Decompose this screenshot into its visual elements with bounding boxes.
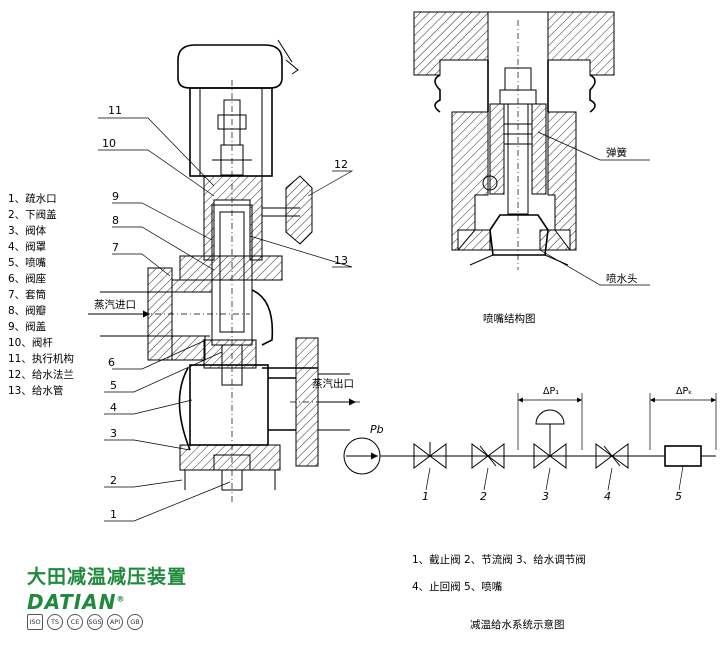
lower-bonnet (179, 444, 281, 471)
callout-numbers: 11 10 9 8 7 6 5 4 3 2 1 12 13 (102, 104, 348, 521)
certification-badge: API (107, 614, 123, 630)
certification-badge: SGS (87, 614, 103, 630)
callout-3: 3 (110, 427, 117, 440)
system-number-3: 3 (542, 490, 549, 503)
actuator-cap (177, 44, 283, 89)
throttle-valve-symbol (471, 443, 505, 469)
spray-head-label: 喷水头 (606, 273, 638, 285)
regulating-valve-symbol (533, 443, 567, 469)
brand-title: 大田减温减压装置 (27, 566, 188, 588)
parts-list-item: 7、套筒 (8, 288, 46, 301)
parts-list-item: 4、阀罩 (8, 240, 46, 253)
callout-11: 11 (108, 104, 122, 117)
callout-7: 7 (112, 241, 119, 254)
parts-list: 1、疏水口 2、下阀盖 3、阀体 4、阀罩 5、喷嘴 6、阀座 7、套筒 8、阀… (8, 192, 74, 397)
brand-logo: DATIAN® (27, 590, 125, 614)
feed-water-system-schematic (343, 393, 717, 491)
nozzle-symbol (664, 445, 702, 467)
callout-13: 13 (334, 254, 348, 267)
callout-8: 8 (112, 214, 119, 227)
callout-1: 1 (110, 508, 117, 521)
callout-9: 9 (112, 190, 119, 203)
valve-cage (189, 364, 269, 446)
parts-list-item: 12、给水法兰 (8, 368, 74, 381)
system-caption: 减温给水系统示意图 (470, 618, 565, 631)
callout-4: 4 (110, 401, 117, 414)
system-legend-line-2: 4、止回阀 5、喷嘴 (412, 580, 503, 593)
brand-logo-text: DATIAN (27, 590, 117, 614)
actuator-yoke (189, 87, 273, 177)
steam-inlet-label: 蒸汽进口 (94, 298, 136, 311)
spring-label: 弹簧 (606, 146, 627, 159)
pb-label: Pb (370, 423, 384, 436)
parts-list-item: 3、阀体 (8, 224, 47, 237)
callout-10: 10 (102, 137, 116, 150)
system-legend-line-1: 1、截止阀 2、节流阀 3、给水调节阀 (412, 553, 586, 566)
callout-12: 12 (334, 158, 348, 171)
parts-list-item: 1、疏水口 (8, 192, 57, 205)
check-valve-symbol (595, 443, 629, 469)
dpk-label: ΔPₖ (676, 386, 692, 397)
certification-badge: GB (127, 614, 143, 630)
parts-list-item: 2、下阀盖 (8, 208, 57, 221)
certification-badge: TS (47, 614, 63, 630)
nozzle-caption: 喷嘴结构图 (483, 312, 536, 325)
parts-list-item: 13、给水管 (8, 384, 63, 397)
registered-mark: ® (116, 594, 126, 604)
system-number-4: 4 (604, 490, 611, 503)
parts-list-item: 10、阀杆 (8, 336, 53, 349)
callout-6: 6 (108, 356, 115, 369)
parts-list-item: 9、阀盖 (8, 320, 47, 333)
certification-badge: ISO (27, 614, 43, 630)
steam-outlet-label: 蒸汽出口 (312, 377, 354, 390)
system-number-5: 5 (675, 490, 682, 503)
certification-badge: CE (67, 614, 83, 630)
certification-badges: ISO TS CE SGS API GB (27, 614, 143, 630)
feed-water-flange (285, 175, 313, 245)
system-number-1: 1 (422, 490, 429, 503)
system-number-2: 2 (480, 490, 487, 503)
callout-5: 5 (110, 379, 117, 392)
parts-list-item: 5、喷嘴 (8, 257, 47, 269)
nozzle-section-drawing (413, 11, 650, 286)
bonnet (203, 175, 263, 261)
callout-2: 2 (110, 474, 117, 487)
dp1-label: ΔP₁ (543, 386, 559, 397)
stop-valve-symbol (413, 443, 447, 469)
valve-section-drawing (88, 39, 360, 522)
parts-list-item: 11、执行机构 (8, 352, 74, 365)
parts-list-item: 6、阀座 (8, 272, 46, 285)
parts-list-item: 8、阀瓣 (8, 304, 47, 317)
valve-body (171, 279, 213, 293)
